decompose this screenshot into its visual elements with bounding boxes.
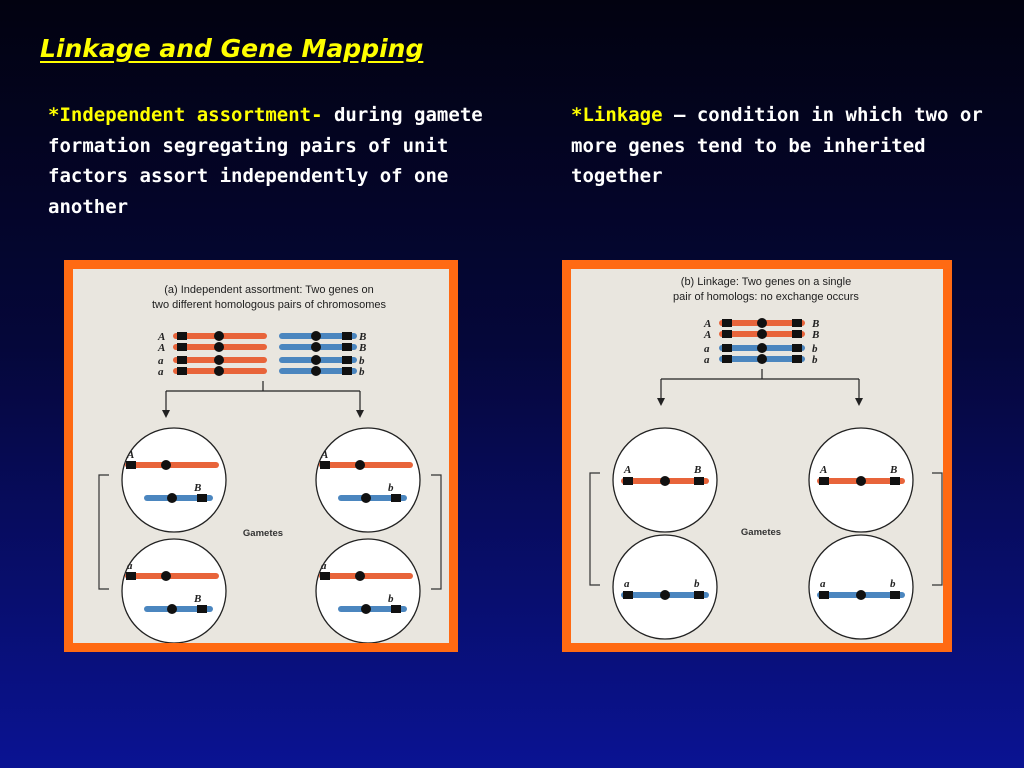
figure-a-caption-line1: (a) Independent assortment: Two genes on xyxy=(164,284,374,296)
arrow-left-head xyxy=(657,398,665,406)
gamete-label: B xyxy=(193,482,201,494)
gamete-label: A xyxy=(126,449,134,461)
parent-label-b3: b xyxy=(359,355,365,367)
linkage-figure-canvas: (b) Linkage: Two genes on a single pair … xyxy=(571,269,943,643)
parent-label-b2: B xyxy=(358,342,366,354)
gamete-cell xyxy=(315,538,421,643)
gamete-label: a xyxy=(624,578,630,590)
linkage-term: *Linkage xyxy=(571,104,663,126)
gamete-cell xyxy=(121,427,227,533)
figure-b-caption-line2: pair of homologs: no exchange occurs xyxy=(673,291,859,303)
gamete-label: B xyxy=(193,593,201,605)
parent-label-a1: A xyxy=(157,331,165,343)
figure-a-caption-line2: two different homologous pairs of chromo… xyxy=(152,299,386,311)
parent-label-b3: b xyxy=(812,343,818,355)
gametes-bracket-right xyxy=(932,472,943,586)
gamete-label: b xyxy=(890,578,896,590)
parent-label-b4: b xyxy=(359,366,365,378)
parent-label-b4: b xyxy=(812,354,818,366)
independent-assortment-term: *Independent assortment- xyxy=(48,104,323,126)
linkage-text: – condition in which two or more genes t… xyxy=(571,104,983,187)
gametes-bracket-left xyxy=(589,472,600,586)
linkage-figure: (b) Linkage: Two genes on a single pair … xyxy=(562,260,952,652)
gametes-bracket-left xyxy=(98,474,109,590)
gamete-label: b xyxy=(388,593,394,605)
arrow-right-head xyxy=(855,398,863,406)
parent-label-b1: B xyxy=(358,331,366,343)
parent-label-b1: B xyxy=(811,318,819,330)
linkage-definition: *Linkage – condition in which two or mor… xyxy=(571,100,991,192)
parent-label-b2: B xyxy=(811,329,819,341)
parent-label-a3: a xyxy=(158,355,164,367)
gamete-cell xyxy=(121,538,227,643)
gamete-label: b xyxy=(388,482,394,494)
gametes-bracket-right xyxy=(431,474,442,590)
gamete-label: B xyxy=(693,464,701,476)
parent-label-a4: a xyxy=(704,354,710,366)
arrow-left-head xyxy=(162,410,170,418)
gamete-cell xyxy=(315,427,421,533)
gamete-label: a xyxy=(820,578,826,590)
parent-label-a2: A xyxy=(157,342,165,354)
gamete-cell xyxy=(808,427,914,533)
independent-assortment-diagram: (a) Independent assortment: Two genes on… xyxy=(98,284,442,643)
parent-label-a1: A xyxy=(703,318,711,330)
figure-b-caption-line1: (b) Linkage: Two genes on a single xyxy=(681,276,851,288)
division-arrows xyxy=(660,369,860,399)
independent-assortment-figure: (a) Independent assortment: Two genes on… xyxy=(64,260,458,652)
parent-chromosomes-orange xyxy=(173,331,267,376)
gamete-label: A xyxy=(623,464,631,476)
linkage-diagram: (b) Linkage: Two genes on a single pair … xyxy=(589,276,943,640)
gamete-label: B xyxy=(889,464,897,476)
independent-assortment-text: during gamete formation segregating pair… xyxy=(48,104,483,218)
parent-homologs xyxy=(719,318,805,364)
arrow-right-head xyxy=(356,410,364,418)
gamete-label: A xyxy=(819,464,827,476)
gamete-cell xyxy=(612,534,718,640)
independent-assortment-definition: *Independent assortment- during gamete f… xyxy=(48,100,518,222)
gamete-label: A xyxy=(320,449,328,461)
parent-label-a3: a xyxy=(704,343,710,355)
gamete-cell xyxy=(808,534,914,640)
parent-label-a4: a xyxy=(158,366,164,378)
gametes-label: Gametes xyxy=(741,527,781,538)
slide-title: Linkage and Gene Mapping xyxy=(40,34,424,63)
parent-label-a2: A xyxy=(703,329,711,341)
gametes-label: Gametes xyxy=(243,528,283,539)
gamete-label: a xyxy=(127,560,133,572)
gamete-cell xyxy=(612,427,718,533)
gamete-label: b xyxy=(694,578,700,590)
division-arrows xyxy=(165,381,361,411)
gamete-label: a xyxy=(321,560,327,572)
independent-assortment-figure-canvas: (a) Independent assortment: Two genes on… xyxy=(73,269,449,643)
parent-chromosomes-blue xyxy=(279,331,357,376)
